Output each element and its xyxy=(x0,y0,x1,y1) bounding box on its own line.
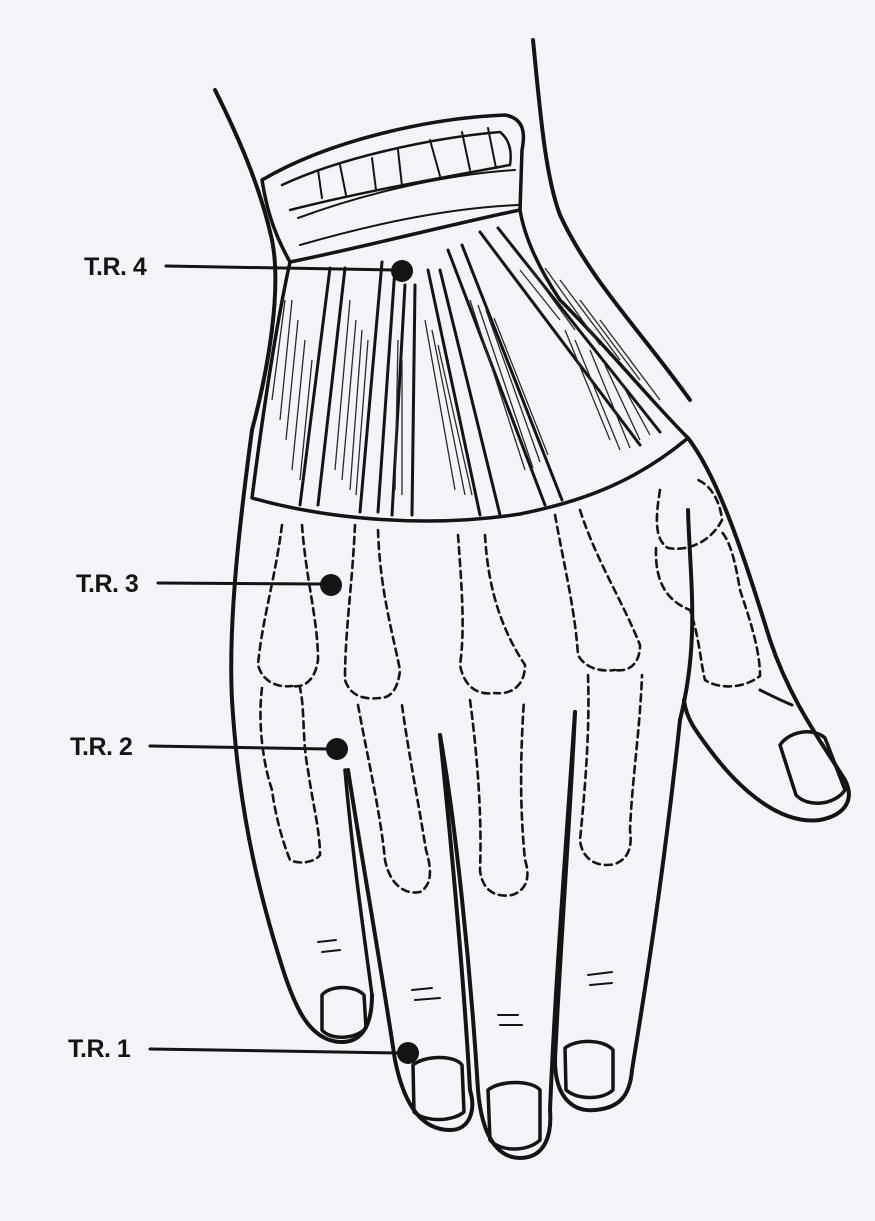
extensor-tendons xyxy=(300,228,660,515)
hand-outline-left xyxy=(231,430,372,1042)
thumb-crease xyxy=(760,690,792,705)
retinaculum-inner xyxy=(282,132,511,210)
treatment-points xyxy=(320,260,419,1064)
point-tr1-marker xyxy=(397,1042,419,1064)
forearm-left-edge xyxy=(215,90,275,430)
label-tr3: T.R. 3 xyxy=(76,570,138,599)
ring-finger-outline xyxy=(348,735,472,1130)
forearm-right-edge xyxy=(533,40,690,400)
thumb-outline xyxy=(680,438,849,820)
label-tr1: T.R. 1 xyxy=(68,1035,130,1064)
label-tr4: T.R. 4 xyxy=(84,253,146,282)
point-tr4-marker xyxy=(391,260,413,282)
point-tr3-marker xyxy=(320,574,342,596)
index-finger-outline xyxy=(555,712,680,1110)
label-tr2: T.R. 2 xyxy=(70,733,132,762)
point-tr2-marker xyxy=(326,738,348,760)
